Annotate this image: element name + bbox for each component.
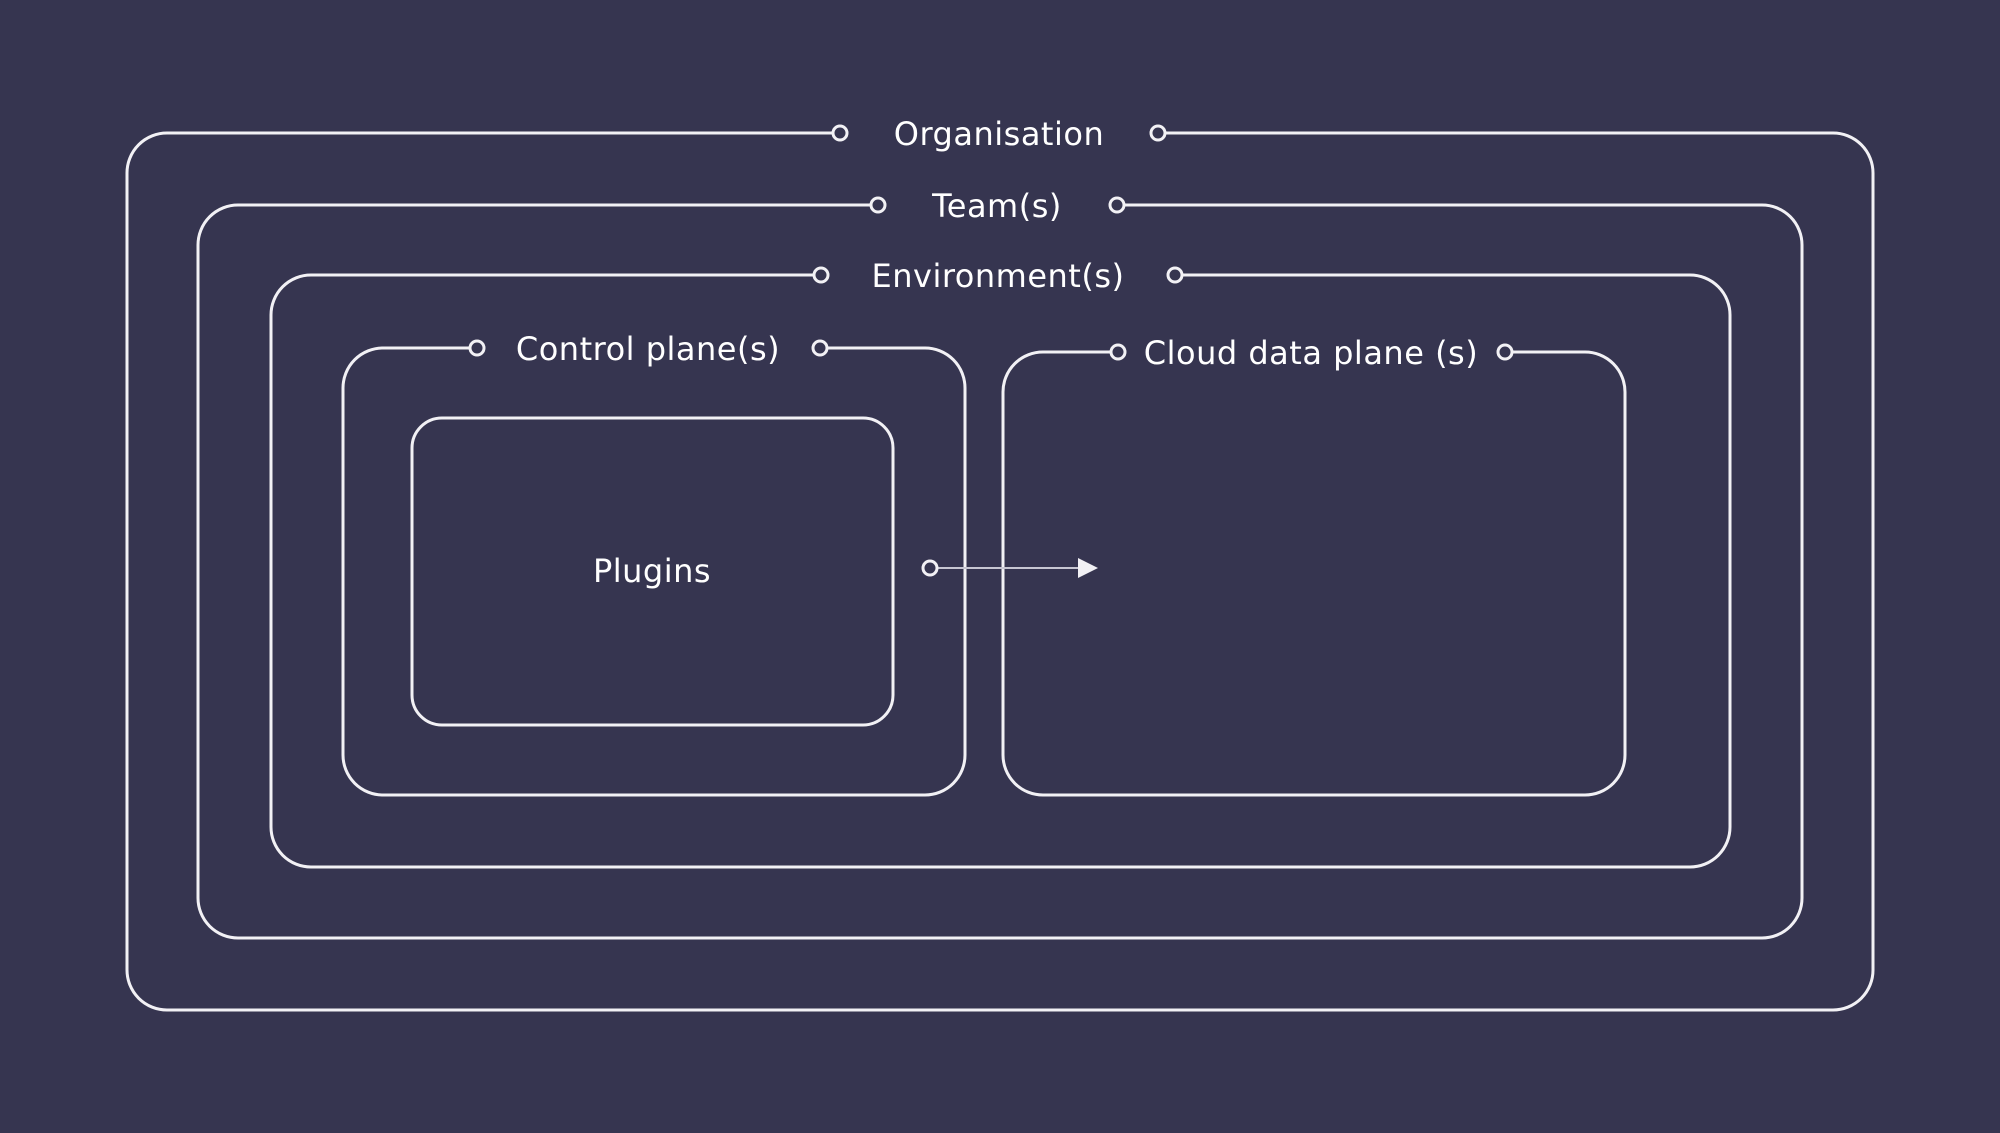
team-label: Team(s) — [931, 187, 1062, 225]
environment-label: Environment(s) — [872, 257, 1125, 295]
connector-dot-icon — [1149, 124, 1167, 142]
team-ring: Team(s) — [196, 187, 1804, 940]
connector-dot-icon — [1108, 196, 1126, 214]
connector-dot-icon — [831, 124, 849, 142]
connector-dot-icon — [1166, 266, 1184, 284]
cloud-data-plane-border — [1001, 350, 1627, 797]
cloud-data-plane-label: Cloud data plane (s) — [1144, 334, 1478, 372]
control-plane-box: Control plane(s) — [341, 330, 967, 797]
arrowhead-icon — [1078, 558, 1098, 578]
plugins-label: Plugins — [593, 552, 711, 590]
connector-dot-icon — [921, 559, 939, 577]
team-border — [196, 203, 1804, 940]
environment-ring: Environment(s) — [269, 257, 1732, 869]
connector-dot-icon — [1109, 343, 1127, 361]
plugins-border — [410, 416, 895, 727]
connector-dot-icon — [869, 196, 887, 214]
connector-dot-icon — [812, 266, 830, 284]
connector-dot-icon — [468, 339, 486, 357]
plugins-box: Plugins — [410, 416, 895, 727]
cloud-data-plane-box: Cloud data plane (s) — [1001, 334, 1627, 797]
organisation-label: Organisation — [894, 115, 1104, 153]
control-plane-label: Control plane(s) — [516, 330, 780, 368]
connector-dot-icon — [811, 339, 829, 357]
organisation-ring: Organisation — [125, 115, 1875, 1012]
environment-border — [269, 273, 1732, 869]
plugins-to-cloud-arrow — [921, 558, 1098, 578]
connector-dot-icon — [1496, 343, 1514, 361]
